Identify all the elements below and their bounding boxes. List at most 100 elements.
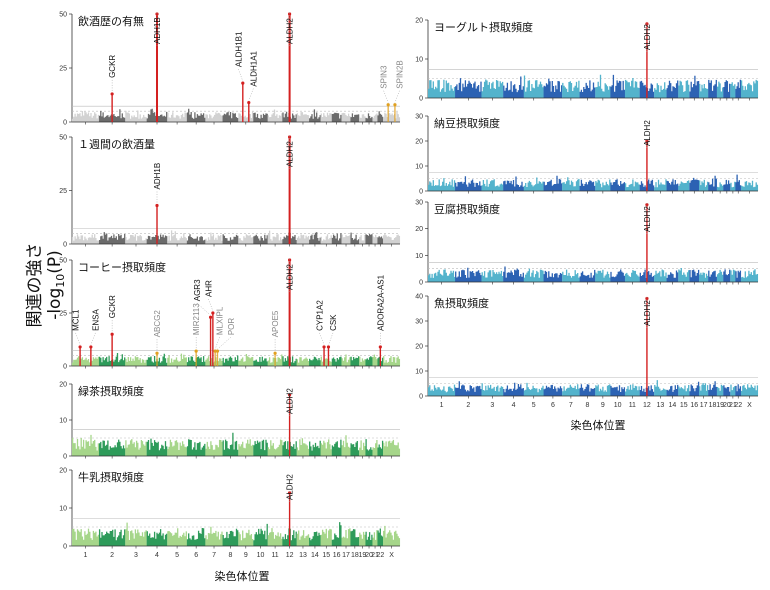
chromosome-label: 12 [643, 402, 651, 409]
chromosome-signal-17 [341, 435, 351, 456]
chromosome-signal-14 [309, 440, 321, 456]
chromosome-signal-20 [365, 113, 373, 122]
gene-label-ADORA2A-AS1: ADORA2A-AS1 [376, 274, 385, 331]
chromosome-signal-11 [624, 179, 640, 191]
chromosome-signal-1 [71, 434, 100, 456]
chromosome-signal-20 [723, 80, 731, 98]
y-tick-label: 10 [59, 418, 67, 425]
chromosome-signal-22 [735, 384, 742, 396]
peak-point-ALDH2 [645, 203, 649, 207]
chromosome-label: 15 [680, 402, 688, 409]
chromosome-signal-1 [427, 178, 456, 191]
y-tick-label: 10 [59, 506, 67, 513]
y-tick-label: 20 [415, 344, 423, 351]
chromosome-signal-X [740, 180, 759, 191]
chromosome-signal-4 [146, 438, 168, 456]
chromosome-signal-X [383, 112, 401, 122]
chromosome-signal-6 [186, 439, 206, 456]
gene-label-SPIN3: SPIN3 [380, 65, 389, 89]
chromosome-signal-8 [579, 80, 596, 98]
chromosome-signal-19 [716, 269, 724, 282]
peak-point-AHR [211, 311, 215, 315]
chromosome-label: 18 [709, 402, 717, 409]
y-tick-label: 25 [59, 66, 67, 73]
chromosome-label: 7 [569, 402, 573, 409]
chromosome-signal-13 [654, 380, 667, 396]
chromosome-signal-9 [595, 74, 611, 98]
chromosome-signal-16 [689, 75, 700, 98]
chromosome-label: 22 [734, 402, 742, 409]
chromosome-label: 11 [271, 552, 278, 559]
chromosome-signal-18 [350, 113, 360, 122]
y-tick-label: 25 [59, 311, 67, 318]
chromosome-signal-2 [455, 267, 482, 282]
chromosome-signal-9 [595, 269, 611, 282]
chromosome-signal-19 [359, 114, 366, 122]
chromosome-signal-16 [331, 522, 342, 546]
chromosome-signal-18 [708, 79, 717, 98]
chromosome-signal-14 [309, 356, 321, 366]
chromosome-signal-8 [222, 528, 239, 546]
chromosome-signal-3 [125, 110, 147, 122]
y-tick-label: 0 [63, 544, 67, 551]
chromosome-signal-4 [146, 234, 168, 244]
y-tick-label: 0 [63, 242, 67, 249]
panel-title: 牛乳摂取頻度 [78, 470, 144, 484]
chromosome-signal-X [740, 384, 759, 396]
chromosome-signal-4 [146, 353, 168, 366]
chromosome-signal-11 [267, 230, 283, 244]
gene-leader-line [328, 332, 334, 346]
chromosome-signal-4 [503, 176, 524, 191]
peak-point-ALDH2 [288, 491, 292, 495]
chromosome-signal-8 [222, 432, 239, 456]
chromosome-signal-3 [125, 356, 147, 366]
chromosome-label: 14 [669, 402, 677, 409]
chromosome-signal-21 [730, 82, 736, 98]
chromosome-signal-11 [624, 270, 640, 282]
chromosome-label: 13 [656, 402, 664, 409]
chromosome-label: 10 [614, 402, 622, 409]
chromosome-signal-16 [689, 269, 700, 282]
peak-point-AGR3 [208, 315, 213, 319]
peak-point-ALDH1A1 [247, 100, 251, 105]
peak-point-ALDH2 [645, 139, 649, 143]
peak-point-GCKR [110, 92, 114, 96]
chromosome-signal-2 [455, 381, 482, 396]
chromosome-signal-10 [253, 234, 268, 244]
chromosome-signal-9 [238, 111, 254, 122]
chromosome-signal-3 [125, 522, 147, 546]
chromosome-signal-18 [350, 232, 360, 244]
chromosome-signal-1 [71, 356, 100, 366]
chromosome-signal-17 [341, 354, 351, 366]
chromosome-signal-22 [377, 440, 384, 456]
chromosome-signal-13 [296, 438, 310, 456]
chromosome-signal-21 [372, 113, 378, 122]
y-tick-label: 0 [63, 364, 67, 371]
chromosome-signal-1 [427, 269, 456, 282]
chromosome-signal-4 [503, 266, 524, 282]
chromosome-signal-19 [359, 356, 366, 366]
chromosome-signal-8 [222, 111, 239, 122]
chromosome-signal-8 [579, 179, 596, 191]
gene-label-SPIN2B: SPIN2B [395, 60, 404, 88]
chromosome-signal-22 [735, 79, 742, 98]
chromosome-signal-2 [98, 109, 126, 122]
chromosome-signal-4 [146, 529, 168, 546]
chromosome-label: 17 [342, 552, 350, 559]
y-tick-label: 0 [419, 394, 423, 401]
chromosome-signal-18 [350, 356, 360, 366]
gene-label-GCKR: GCKR [108, 295, 117, 318]
chromosome-signal-1 [427, 79, 456, 98]
chromosome-signal-16 [331, 356, 342, 366]
chromosome-signal-4 [503, 76, 524, 98]
peak-point-MLXIPL [213, 349, 217, 353]
peak-point-ALDH2 [645, 296, 649, 301]
peak-point-ABCG2 [155, 351, 159, 355]
y-tick-label: 50 [59, 258, 67, 265]
chromosome-signal-10 [610, 269, 626, 282]
chromosome-label: 19 [716, 402, 724, 409]
panel-title: 魚摂取頻度 [434, 296, 489, 310]
gene-label-CYP1A2: CYP1A2 [316, 300, 325, 331]
chromosome-signal-7 [205, 112, 223, 122]
